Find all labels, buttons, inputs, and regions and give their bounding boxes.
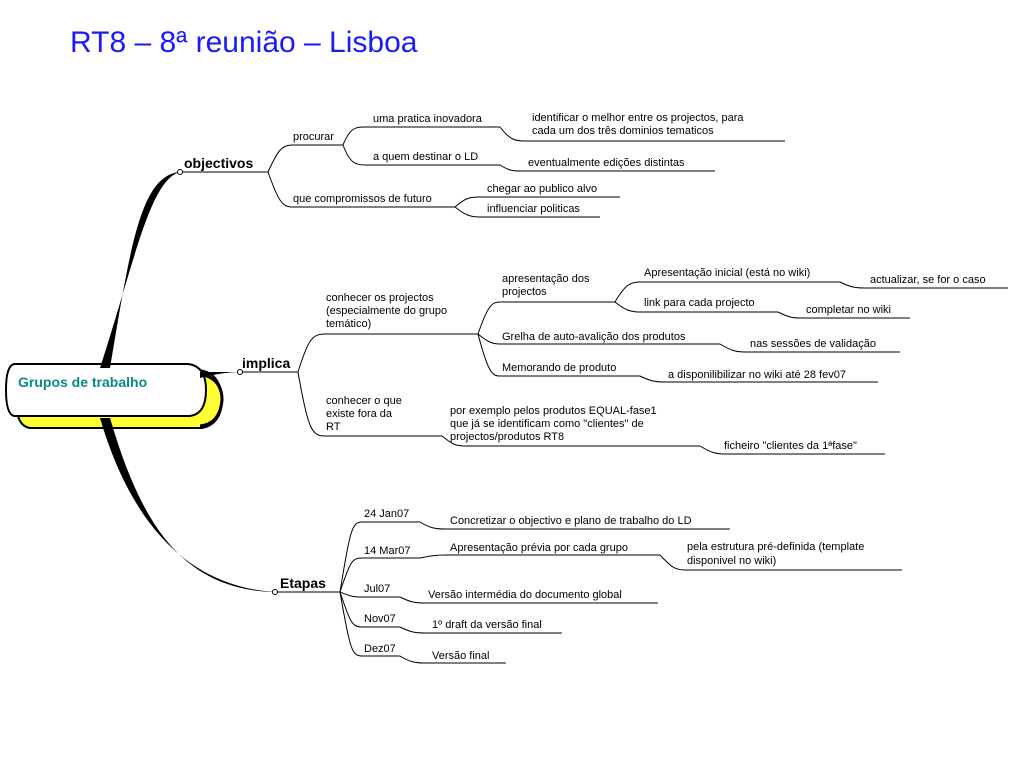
- etapa-text[interactable]: 1º draft da versão final: [432, 619, 542, 631]
- etapa-date[interactable]: Jul07: [364, 583, 391, 595]
- etapa-text[interactable]: Apresentação prévia por cada grupo: [450, 542, 628, 554]
- central-node[interactable]: [4, 363, 224, 429]
- implica-label[interactable]: implica: [242, 355, 291, 371]
- conhecer-fora-line-3[interactable]: RT: [326, 421, 341, 433]
- etapa-extra-line-1[interactable]: pela estrutura pré-definida (template: [687, 541, 865, 553]
- actualizar-label[interactable]: actualizar, se for o caso: [870, 274, 986, 286]
- etapa-text[interactable]: Versão intermédia do documento global: [428, 589, 622, 601]
- conhecer-fora-line-2[interactable]: existe fora da: [326, 408, 393, 420]
- page-title: RT8 – 8ª reunião – Lisboa: [70, 26, 418, 59]
- uma-pratica-label[interactable]: uma pratica inovadora: [373, 113, 482, 125]
- chegar-label[interactable]: chegar ao publico alvo: [487, 183, 598, 195]
- influenciar-label[interactable]: influenciar politicas: [487, 203, 580, 215]
- etapa-date[interactable]: Dez07: [364, 643, 396, 655]
- etapa-date[interactable]: 14 Mar07: [364, 545, 411, 557]
- ficheiro-label[interactable]: ficheiro "clientes da 1ªfase": [724, 440, 857, 452]
- conhecer-projectos-line-1[interactable]: conhecer os projectos: [326, 292, 434, 304]
- etapa-text[interactable]: Versão final: [432, 650, 490, 662]
- etapa-date[interactable]: 24 Jan07: [364, 508, 410, 520]
- a-quem-label[interactable]: a quem destinar o LD: [373, 151, 479, 163]
- link-label[interactable]: link para cada projecto: [644, 297, 755, 309]
- compromissos-label[interactable]: que compromissos de futuro: [293, 193, 432, 205]
- eventualmente-label[interactable]: eventualmente edições distintas: [528, 157, 685, 169]
- por-exemplo-line-1[interactable]: por exemplo pelos produtos EQUAL-fase1: [450, 405, 657, 417]
- identificar-line-1[interactable]: identificar o melhor entre os projectos,…: [532, 112, 744, 124]
- etapa-extra-line-2[interactable]: disponivel no wiki): [687, 555, 777, 567]
- etapas-label[interactable]: Etapas: [280, 575, 326, 591]
- branch-implica: [200, 372, 240, 378]
- por-exemplo-line-3[interactable]: projectos/produtos RT8: [450, 431, 565, 443]
- a-disponibilizar-label[interactable]: a disponilibilizar no wiki até 28 fev07: [668, 369, 846, 381]
- conhecer-fora-line-1[interactable]: conhecer o que: [326, 395, 402, 407]
- central-node-label: Grupos de trabalho: [18, 374, 148, 390]
- etapa-date[interactable]: Nov07: [364, 613, 396, 625]
- completar-label[interactable]: completar no wiki: [806, 304, 891, 316]
- nas-sessoes-label[interactable]: nas sessões de validação: [750, 338, 876, 350]
- apresentacao-projectos-line-2[interactable]: projectos: [502, 286, 547, 298]
- objectivos-label[interactable]: objectivos: [184, 155, 254, 171]
- etapa-text[interactable]: Concretizar o objectivo e plano de traba…: [450, 515, 692, 527]
- por-exemplo-line-2[interactable]: que já se identificam como "clientes" de: [450, 418, 644, 430]
- apresentacao-projectos-line-1[interactable]: apresentação dos: [502, 273, 590, 285]
- apresentacao-inicial-label[interactable]: Apresentação inicial (está no wiki): [644, 267, 811, 279]
- branch-objectivos: [100, 172, 180, 368]
- procurar-label[interactable]: procurar: [293, 131, 334, 143]
- grelha-label[interactable]: Grelha de auto-avalição dos produtos: [502, 331, 686, 343]
- conhecer-projectos-line-2[interactable]: (especialmente do grupo: [326, 305, 448, 317]
- memorando-label[interactable]: Memorando de produto: [502, 362, 617, 374]
- branch-etapas: [100, 418, 275, 592]
- conhecer-projectos-line-3[interactable]: temático): [326, 318, 372, 330]
- identificar-line-2[interactable]: cada um dos três dominios tematicos: [532, 125, 714, 137]
